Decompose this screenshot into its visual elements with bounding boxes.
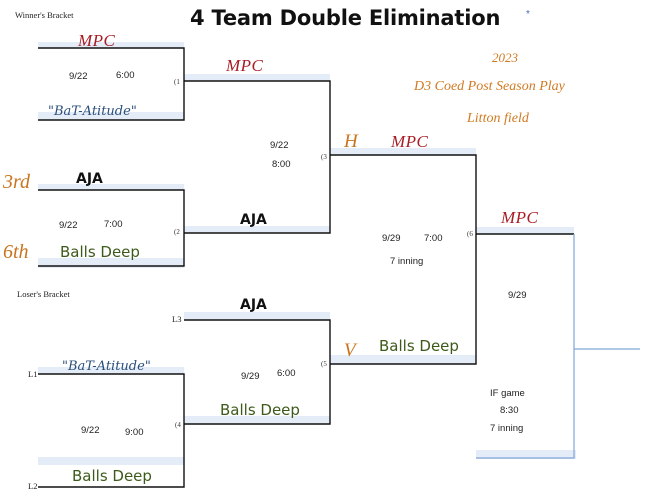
info-event: D3 Coed Post Season Play (414, 79, 565, 94)
l5-top-team: AJA (240, 297, 267, 313)
info-venue: Litton field (467, 111, 529, 126)
g1-number: (1 (174, 78, 180, 86)
g1-bottom-team: "BaT-Atitude" (48, 104, 137, 119)
third-place-label: 3rd (3, 171, 31, 193)
title-asterisk: * (526, 9, 530, 20)
g3-bottom-team: AJA (240, 212, 267, 228)
loser-slot-l1: L1 (28, 369, 38, 379)
g4-time: 9:00 (125, 427, 144, 438)
losers-bracket-label: Loser's Bracket (17, 289, 70, 299)
if-game-note: 7 inning (490, 423, 524, 434)
g5-number: (5 (321, 360, 327, 368)
l4-top-team: "BaT-Atitude" (62, 359, 151, 374)
g3-time: 8:00 (272, 159, 291, 170)
loser-slot-l2: L2 (28, 481, 38, 491)
g6-number: (6 (467, 230, 473, 238)
home-marker: H (344, 131, 358, 152)
g3-number: (3 (321, 153, 327, 161)
if-game-time: 8:30 (500, 405, 519, 416)
l5-bottom-team: Balls Deep (220, 401, 300, 419)
if-game-label: IF game (490, 388, 525, 399)
g2-bottom-team: Balls Deep (60, 243, 140, 261)
g1-top-team: MPC (78, 31, 116, 50)
loser-slot-l3: L3 (172, 314, 182, 324)
g4-date: 9/22 (81, 425, 100, 436)
g2-date: 9/22 (59, 220, 78, 231)
g6-bottom-team: Balls Deep (379, 337, 459, 355)
sixth-place-label: 6th (3, 241, 29, 263)
g3-top-team: MPC (226, 56, 264, 75)
winners-bracket-label: Winner's Bracket (15, 10, 74, 20)
info-year: 2023 (492, 50, 518, 65)
g2-top-team: AJA (76, 171, 103, 187)
g4-number: (4 (175, 421, 181, 429)
g2-number: (2 (174, 228, 180, 236)
visitor-marker: V (344, 340, 356, 361)
g1-time: 6:00 (116, 70, 135, 81)
g6-date: 9/29 (382, 233, 401, 244)
g2-time: 7:00 (104, 219, 123, 230)
g5-date: 9/29 (241, 371, 260, 382)
g6-top-team: MPC (391, 132, 429, 151)
page-title: 4 Team Double Elimination (190, 6, 501, 30)
g1-date: 9/22 (69, 71, 88, 82)
g3-date: 9/22 (270, 140, 289, 151)
g6-time: 7:00 (424, 233, 443, 244)
g5-time: 6:00 (277, 368, 296, 379)
l4-bottom-team: Balls Deep (72, 467, 152, 485)
g6-note: 7 inning (390, 256, 424, 267)
g7-date: 9/29 (508, 290, 527, 301)
final-top-team: MPC (501, 208, 539, 227)
